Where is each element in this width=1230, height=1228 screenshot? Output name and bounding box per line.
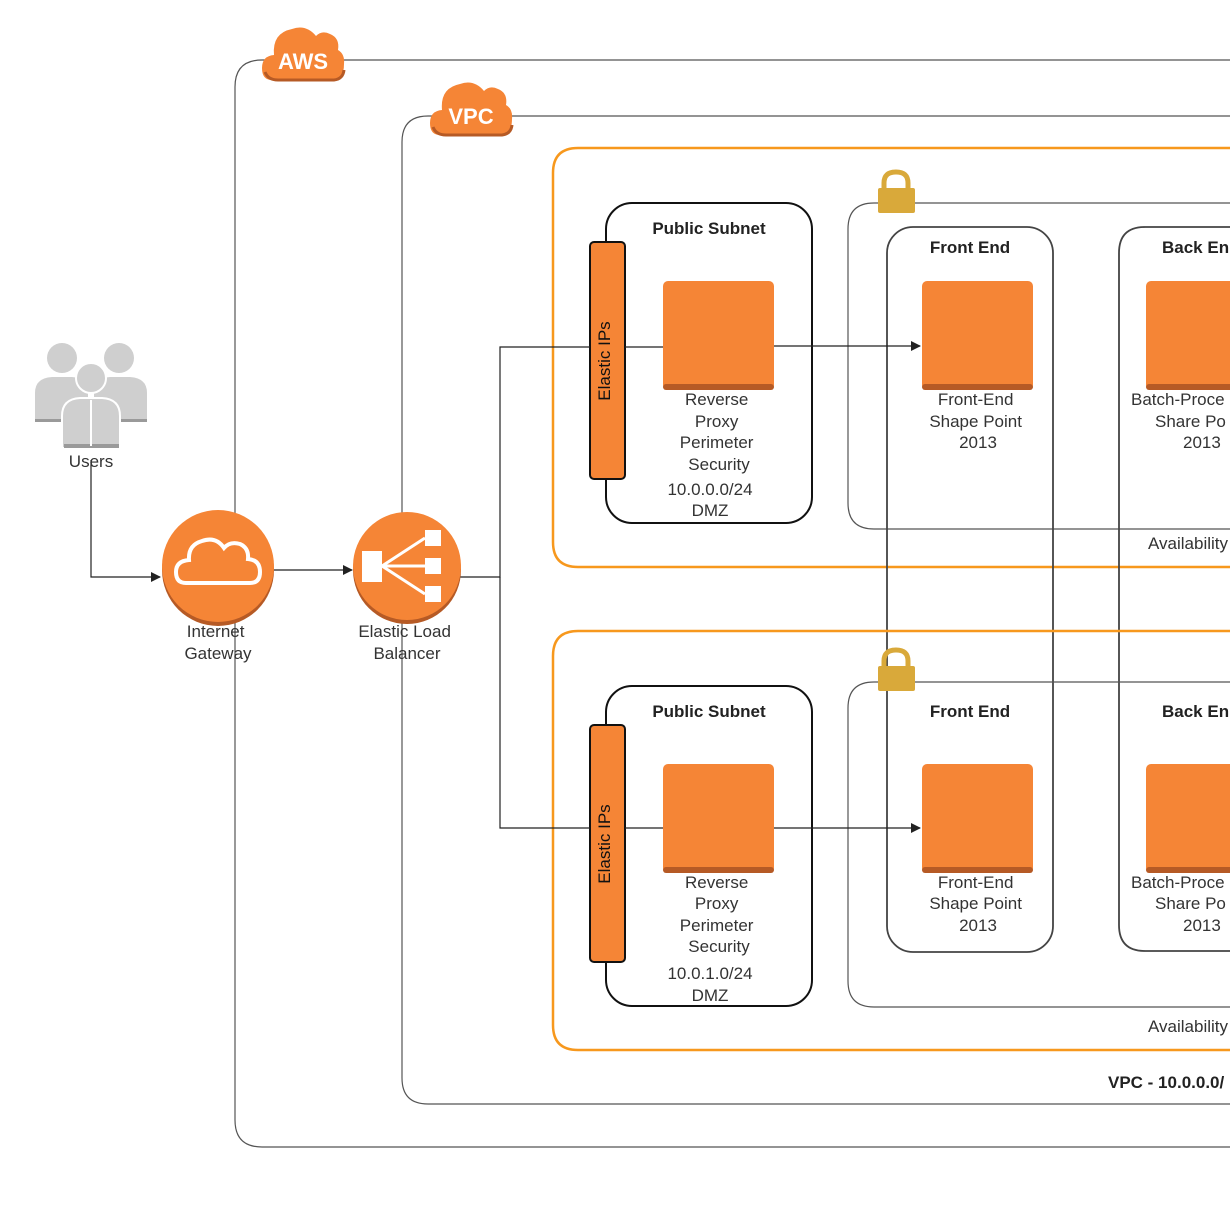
- availability-zone-2: Public Subnet Front End Back En Elastic …: [551, 629, 1230, 1052]
- subnet-cidr: 10.0.1.0/24: [667, 964, 752, 983]
- elastic-ips-bar: [589, 241, 626, 480]
- vpc-label: VPC: [448, 104, 493, 129]
- vpc-caption: VPC - 10.0.0.0/: [1108, 1073, 1225, 1092]
- back-end-label: Batch-Proce Share Po 2013: [1131, 390, 1230, 452]
- reverse-proxy-instance: [663, 281, 774, 390]
- reverse-proxy-label: Reverse Proxy Perimeter Security: [680, 390, 758, 474]
- availability-zone-label: Availability: [1148, 534, 1229, 553]
- front-end-instance: [922, 764, 1033, 873]
- public-subnet-title: Public Subnet: [652, 219, 766, 238]
- users-icon: [35, 343, 147, 449]
- front-end-title: Front End: [930, 238, 1010, 257]
- elastic-ips-label: Elastic IPs: [595, 804, 614, 883]
- connectors: [90, 341, 921, 833]
- subnet-cidr: 10.0.0.0/24: [667, 480, 752, 499]
- lock-icon: [878, 169, 915, 213]
- back-end-instance: [1146, 764, 1230, 873]
- front-end-label: Front-End Shape Point 2013: [929, 873, 1026, 935]
- subnet-type: DMZ: [692, 501, 729, 520]
- internet-gateway-label: Internet Gateway: [184, 622, 252, 663]
- back-end-label: Batch-Proce Share Po 2013: [1131, 873, 1230, 935]
- front-end-instance: [922, 281, 1033, 390]
- users-label: Users: [69, 452, 113, 471]
- lock-icon: [878, 647, 915, 691]
- vpc-container: [401, 115, 1230, 1105]
- front-end-title: Front End: [930, 702, 1010, 721]
- vpc-cloud-icon: VPC: [430, 82, 514, 137]
- subnet-type: DMZ: [692, 986, 729, 1005]
- aws-cloud-icon: AWS: [262, 27, 346, 82]
- front-end-label: Front-End Shape Point 2013: [929, 390, 1026, 452]
- public-subnet-title: Public Subnet: [652, 702, 766, 721]
- back-end-title: Back En: [1162, 702, 1229, 721]
- reverse-proxy-instance: [663, 764, 774, 873]
- front-end-box: [886, 226, 1054, 953]
- aws-label: AWS: [278, 49, 328, 74]
- reverse-proxy-label: Reverse Proxy Perimeter Security: [680, 873, 758, 956]
- back-end-instance: [1146, 281, 1230, 390]
- elastic-ips-bar: [589, 724, 626, 963]
- elastic-ips-label: Elastic IPs: [595, 321, 614, 400]
- availability-zone-1: Public Subnet Front End Back En Elastic …: [551, 146, 1230, 953]
- elastic-load-balancer-label: Elastic Load Balancer: [358, 622, 455, 663]
- availability-zone-label: Availability: [1148, 1017, 1229, 1036]
- elastic-load-balancer-icon: [353, 512, 461, 624]
- back-end-title: Back En: [1162, 238, 1229, 257]
- internet-gateway-icon: [162, 510, 274, 626]
